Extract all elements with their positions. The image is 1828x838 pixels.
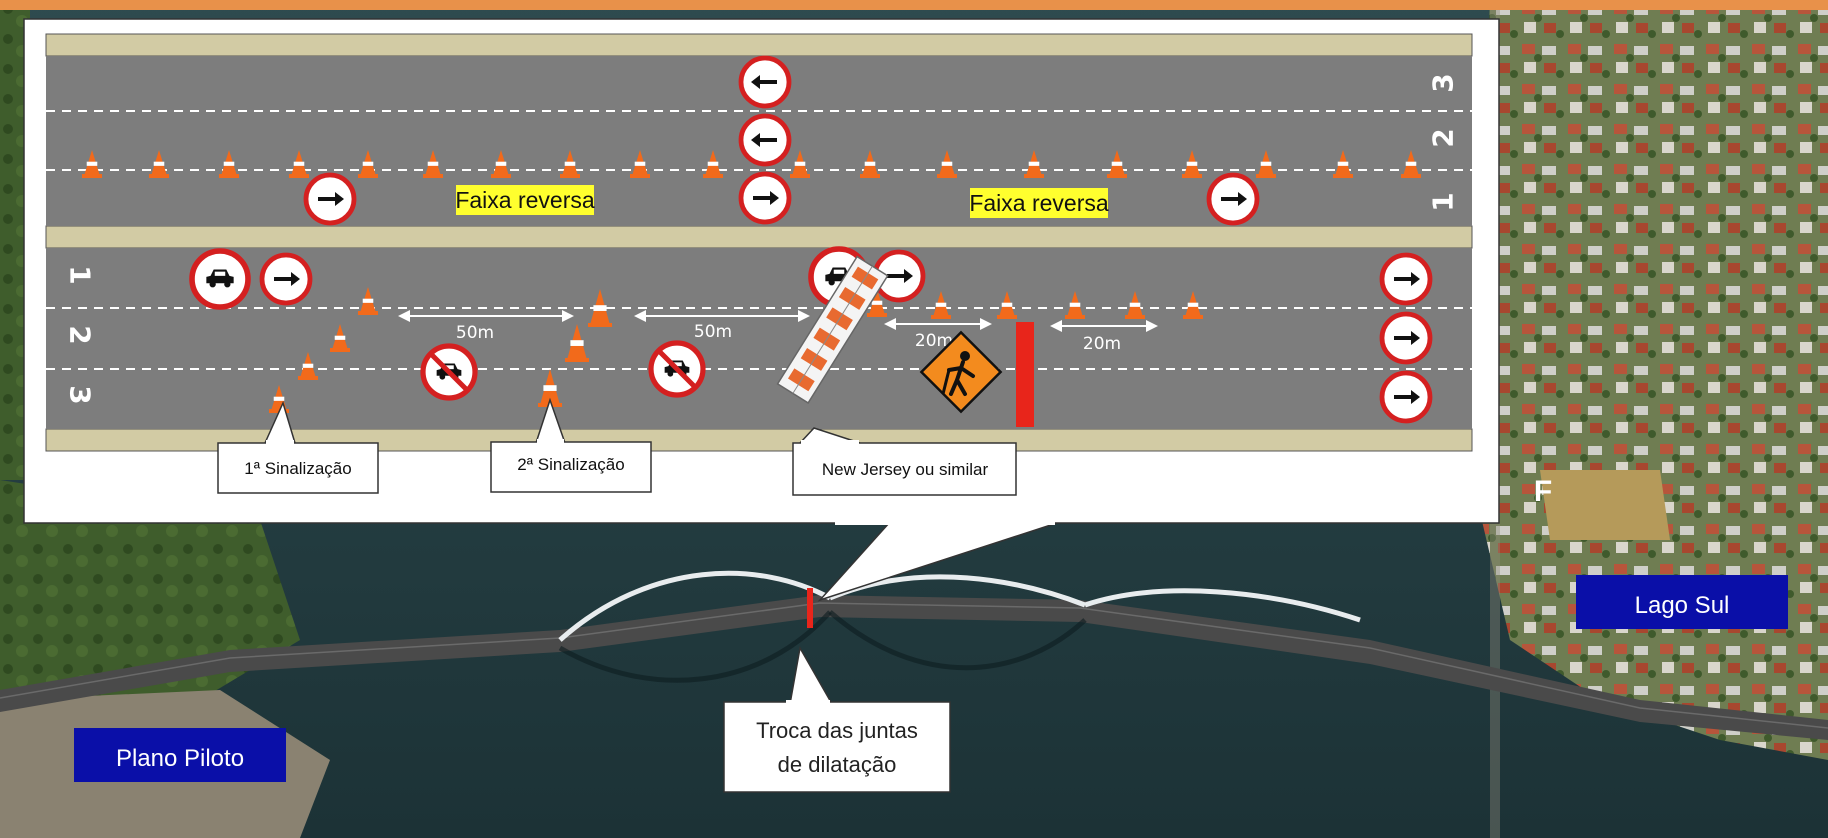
shoulder-top: [45, 33, 1473, 57]
svg-text:New Jersey ou similar: New Jersey ou similar: [822, 460, 989, 479]
traffic-cone: [423, 150, 443, 178]
map-label-plano-piloto: Plano Piloto: [74, 728, 286, 782]
bridge-arch-shadow-2: [828, 610, 1087, 671]
reverse-lane-label-1: Faixa reversa: [455, 185, 595, 215]
distance-arrow-4: [1050, 320, 1158, 332]
map-label-lago-sul: Lago Sul: [1576, 575, 1788, 629]
svg-text:Faixa reversa: Faixa reversa: [455, 187, 595, 213]
lane-number-bottom-3: 3: [64, 385, 97, 404]
lane-number-top-2: 2: [1427, 128, 1460, 147]
left-edge-vegetation: [0, 0, 30, 480]
traffic-cone: [860, 150, 880, 178]
vehicle-lane-sign-icon: [189, 248, 251, 310]
traffic-cone: [289, 150, 309, 178]
bridge-arch-2: [829, 574, 1086, 608]
keep-right-arrow-sign-icon: [303, 172, 357, 226]
traffic-cone: [1107, 150, 1127, 178]
right-neighborhood: [1470, 0, 1828, 760]
svg-text:Plano Piloto: Plano Piloto: [116, 745, 244, 772]
keep-right-arrow-sign-icon: [1379, 252, 1433, 306]
svg-text:Lago Sul: Lago Sul: [1635, 592, 1730, 619]
distance-label-3: 20m: [915, 331, 953, 351]
distance-label-2: 50m: [694, 322, 732, 342]
top-orange-bar: [0, 0, 1828, 10]
reverse-lane-label-2: Faixa reversa: [969, 188, 1109, 218]
bridge-arch-3: [1084, 588, 1361, 623]
traffic-cone: [219, 150, 239, 178]
lane-markings: [46, 110, 1472, 370]
traffic-cone: [790, 150, 810, 178]
new-jersey-barrier: [776, 255, 889, 404]
keep-right-arrow-sign-icon: [1206, 172, 1260, 226]
lane-number-top-3: 3: [1427, 73, 1460, 92]
traffic-cone: [358, 150, 378, 178]
marker-letter: F: [1534, 475, 1552, 508]
svg-text:Troca das juntas: Troca das juntas: [756, 718, 918, 743]
traffic-cone: [1024, 150, 1044, 178]
no-vehicles-sign-icon: [648, 340, 706, 398]
distance-arrow-2: [634, 310, 810, 322]
traffic-cone: [491, 150, 511, 178]
distance-arrow-3: [884, 318, 992, 330]
bridge-arch-1: [558, 570, 832, 642]
svg-text:de dilatação: de dilatação: [778, 752, 897, 777]
lane-numbers: 3 2 1 1 2 3: [64, 73, 1460, 404]
traffic-cone: [358, 287, 378, 315]
traffic-cone: [298, 352, 318, 380]
traffic-cone: [937, 150, 957, 178]
traffic-cone: [1182, 150, 1202, 178]
traffic-cones: [82, 150, 1421, 413]
lane-number-bottom-1: 1: [64, 265, 97, 284]
svg-text:Faixa reversa: Faixa reversa: [969, 190, 1109, 216]
red-barrier-post: [1016, 322, 1034, 427]
traffic-signs: [189, 55, 1433, 424]
keep-right-arrow-sign-icon: [1379, 311, 1433, 365]
callout-second-signal: 2ª Sinalização: [490, 397, 652, 493]
bridge-deck: [0, 595, 1828, 740]
traffic-cone: [1125, 291, 1145, 319]
svg-text:2ª Sinalização: 2ª Sinalização: [517, 455, 624, 474]
bridge-lane-line: [0, 602, 1828, 729]
lane-number-top-1: 1: [1427, 192, 1460, 211]
traffic-cone: [1065, 291, 1085, 319]
joint-work-callout: Troca das juntas de dilatação: [723, 645, 951, 793]
callout-barrier: New Jersey ou similar: [792, 427, 1017, 496]
no-vehicles-sign-icon: [420, 343, 478, 401]
keep-right-arrow-sign-icon: [1379, 370, 1433, 424]
traffic-cone: [330, 324, 350, 352]
road-work-sign: [919, 330, 1003, 414]
callout-first-signal: 1ª Sinalização: [217, 400, 379, 494]
bridge-arch-shadow-1: [558, 610, 832, 683]
traffic-cone: [1256, 150, 1276, 178]
joint-work-marker: [807, 588, 813, 628]
traffic-cone: [1333, 150, 1353, 178]
distance-label-4: 20m: [1083, 334, 1121, 354]
keep-left-arrow-sign-icon: [738, 55, 792, 109]
traffic-cone: [565, 324, 589, 362]
keep-right-arrow-sign-icon: [738, 171, 792, 225]
traffic-cone: [630, 150, 650, 178]
keep-left-arrow-sign-icon: [738, 113, 792, 167]
keep-right-arrow-sign-icon: [259, 252, 313, 306]
traffic-cone: [931, 291, 951, 319]
diagram-panel: 3 2 1 1 2 3 Faixa reversa Faixa reversa: [23, 18, 1500, 602]
svg-text:1ª Sinalização: 1ª Sinalização: [244, 459, 351, 478]
traffic-cone: [149, 150, 169, 178]
vacant-lot: [1540, 470, 1670, 540]
traffic-cone: [997, 291, 1017, 319]
distance-label-1: 50m: [456, 323, 494, 343]
traffic-cone: [1401, 150, 1421, 178]
median-shoulder: [45, 225, 1473, 249]
traffic-cone: [588, 289, 612, 327]
traffic-cone: [703, 150, 723, 178]
traffic-cone: [867, 289, 887, 317]
traffic-cone: [1183, 291, 1203, 319]
traffic-cone: [82, 150, 102, 178]
distance-arrows: [398, 310, 1158, 332]
lane-number-bottom-2: 2: [64, 325, 97, 344]
distance-arrow-1: [398, 310, 574, 322]
traffic-cone: [560, 150, 580, 178]
